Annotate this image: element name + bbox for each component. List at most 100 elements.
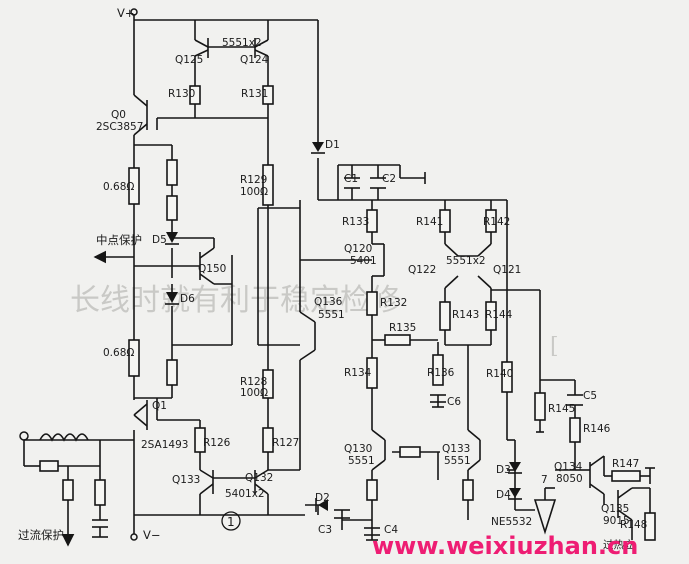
label-r148: R148	[620, 519, 647, 531]
vplus-terminal	[130, 8, 138, 16]
resistor-r135	[384, 334, 411, 346]
resistor-r148	[644, 512, 656, 541]
label-q125: Q125	[175, 54, 203, 66]
label-q1-part: 2SA1493	[141, 439, 188, 451]
diode-d4	[508, 488, 522, 500]
label-d1: D1	[325, 139, 340, 151]
capacitor-c2	[370, 177, 386, 189]
resistor-r132	[366, 291, 378, 316]
label-r130: R130	[168, 88, 195, 100]
capacitor-c6	[430, 394, 446, 408]
output-inductor	[39, 433, 89, 442]
capacitor-zobel	[92, 519, 108, 538]
label-r134: R134	[344, 367, 372, 379]
resistor-r144	[485, 301, 497, 331]
resistor-emitter-q133	[462, 479, 474, 501]
label-d2: D2	[315, 492, 330, 504]
label-re-top: 0.68Ω	[103, 181, 134, 193]
resistor-re-top	[128, 167, 140, 205]
resistor-r143	[439, 301, 451, 331]
label-q136: Q136	[314, 296, 343, 308]
label-r127: R127	[272, 437, 299, 449]
label-q133-right-part: 5551	[444, 455, 471, 467]
label-midpoint-protection: 中点保护	[96, 233, 142, 247]
label-vminus: V−	[143, 528, 161, 542]
label-r128-value: 100Ω	[240, 387, 268, 399]
resistor-r130	[189, 85, 201, 105]
label-c3: C3	[318, 524, 332, 536]
label-d4: D4	[496, 489, 511, 501]
resistor-r134	[366, 357, 378, 389]
label-r143: R143	[452, 309, 479, 321]
label-r133: R133	[342, 216, 369, 228]
label-pair-q121-q122: 5551x2	[446, 255, 486, 267]
bleed-line-1: 长线时就有利于稳定检修	[70, 283, 400, 318]
resistor-base-top	[166, 159, 178, 186]
label-q133-left: Q133	[172, 474, 200, 486]
label-q132: Q132	[245, 472, 273, 484]
resistor-r141	[439, 209, 451, 233]
resistor-r140	[501, 361, 513, 393]
diode-d1	[311, 142, 325, 154]
capacitor-c3	[334, 509, 350, 519]
label-q0: Q0	[111, 109, 126, 121]
label-q133-right: Q133	[442, 443, 470, 455]
resistor-r131	[262, 85, 274, 105]
label-opamp: NE5532	[491, 516, 532, 528]
resistor-r136	[432, 354, 444, 386]
label-pair-q124-q125: 5551x2	[222, 37, 262, 49]
bleed-through-text: 长线时就有利于稳定检修 [	[70, 283, 559, 359]
label-q136-part: 5551	[318, 309, 345, 321]
figure-number: 1	[227, 515, 235, 529]
label-q150: Q150	[198, 263, 226, 275]
capacitor-c4	[364, 527, 380, 536]
label-r132: R132	[380, 297, 407, 309]
label-r147: R147	[612, 458, 639, 470]
labels: V+ V− 5551x2 Q125 Q124 R130 R131 Q0 2SC3…	[18, 6, 647, 551]
label-d3: D3	[496, 464, 511, 476]
label-q134-part: 8050	[556, 473, 583, 485]
resistor-r128	[262, 369, 274, 399]
label-r135: R135	[389, 322, 416, 334]
label-r145: R145	[548, 403, 575, 415]
label-c2: C2	[382, 173, 396, 185]
label-q121: Q121	[493, 264, 521, 276]
resistor-r133	[366, 209, 378, 233]
resistor-overcurrent	[62, 479, 74, 501]
label-q1: Q1	[152, 400, 167, 412]
label-r146: R146	[583, 423, 611, 435]
label-c5: C5	[583, 390, 597, 402]
label-r144: R144	[485, 309, 513, 321]
label-q130: Q130	[344, 443, 372, 455]
components	[19, 8, 656, 541]
label-q0-part: 2SC3857	[96, 121, 143, 133]
resistor-zobel	[94, 479, 106, 506]
label-r142: R142	[483, 216, 510, 228]
resistor-r126	[194, 427, 206, 453]
label-r131: R131	[241, 88, 268, 100]
resistor-sense-input	[39, 460, 59, 472]
capacitor-c5	[567, 394, 583, 406]
wiring	[24, 14, 651, 547]
diode-d5	[165, 232, 179, 245]
label-q130-part: 5551	[348, 455, 375, 467]
label-c1: C1	[344, 173, 358, 185]
resistor-r129	[262, 164, 274, 206]
label-r128: R128	[240, 376, 267, 388]
label-opamp-pin: 7	[541, 474, 548, 486]
label-overheat-partial: 过热立	[603, 538, 635, 551]
resistor-r145	[534, 392, 546, 421]
speaker-terminal	[19, 431, 29, 441]
label-r141: R141	[416, 216, 443, 228]
resistor-sense-top	[166, 195, 178, 221]
label-q134: Q134	[554, 461, 583, 473]
resistor-r147	[611, 470, 641, 482]
label-q122: Q122	[408, 264, 436, 276]
resistor-sense-bottom	[166, 359, 178, 386]
label-r140: R140	[486, 368, 513, 380]
vminus-terminal	[130, 533, 138, 541]
capacitor-c1	[344, 177, 360, 189]
opamp-ne5532	[533, 499, 557, 535]
label-d5: D5	[152, 234, 167, 246]
